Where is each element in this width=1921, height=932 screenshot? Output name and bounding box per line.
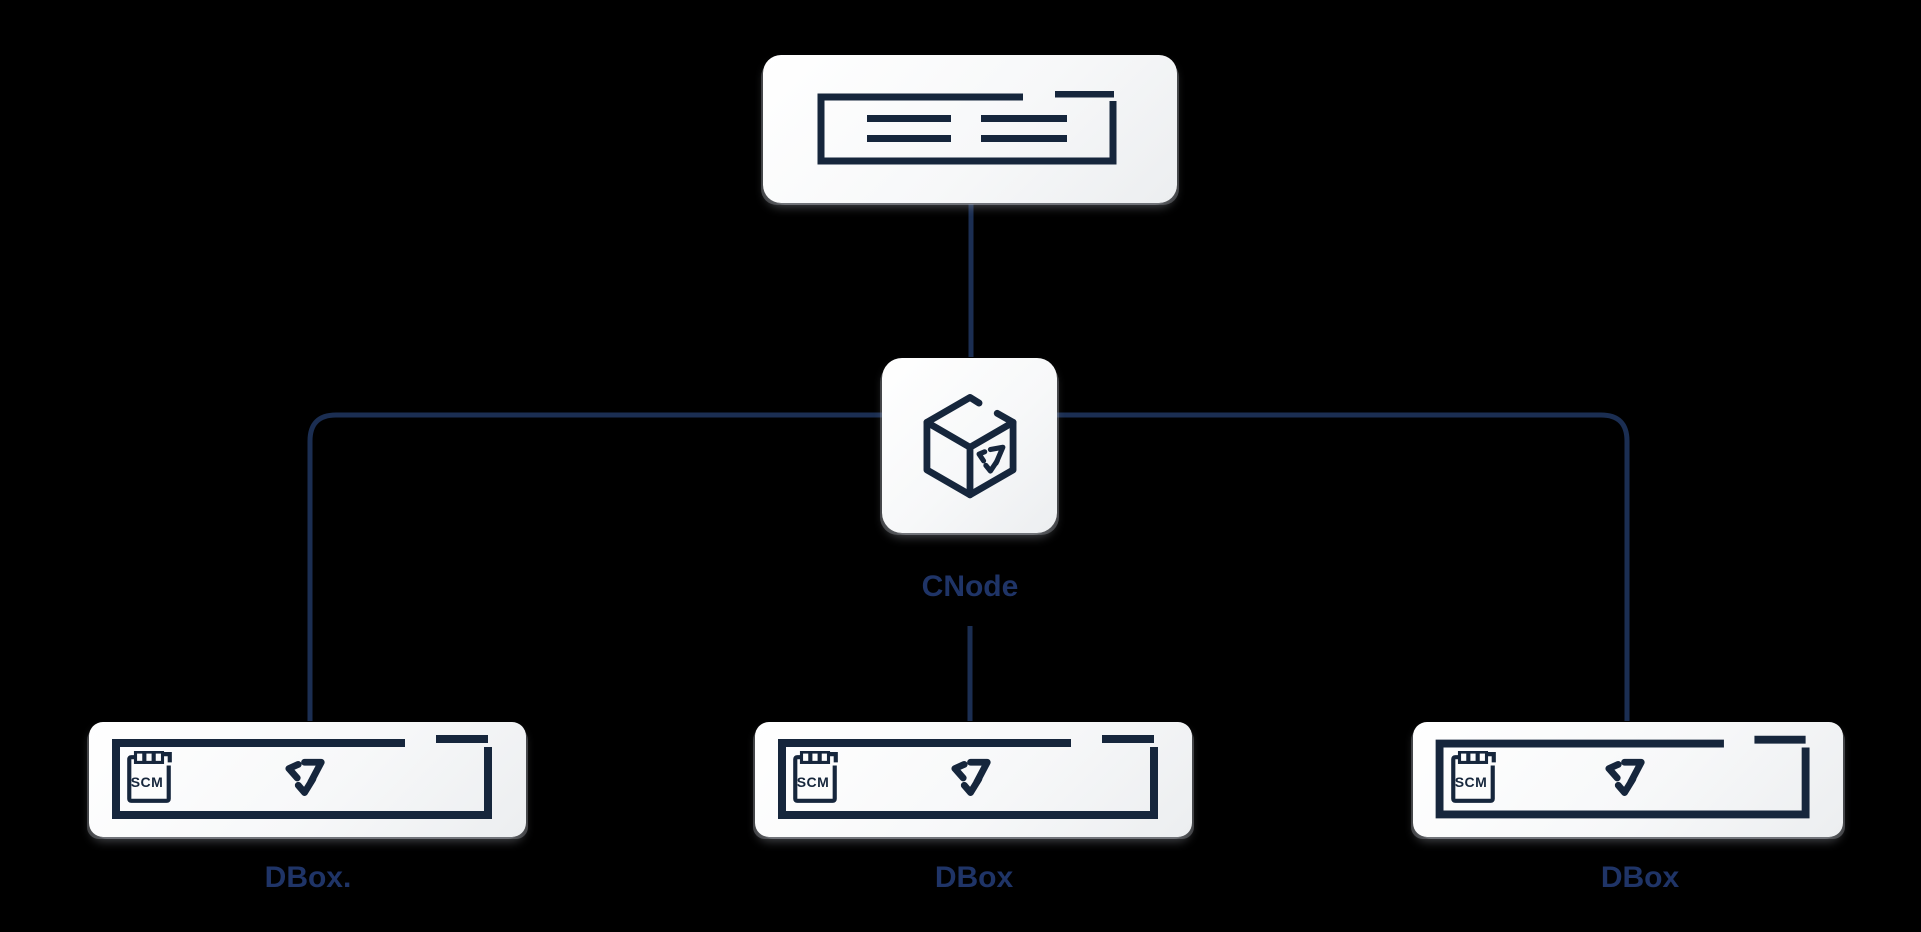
v-triangle-logo-icon — [284, 758, 325, 796]
node-dbox-right: SCM — [1413, 722, 1843, 837]
scm-repo-icon: SCM — [1449, 751, 1497, 805]
node-label-dbox-left: DBox. — [264, 861, 352, 894]
edge-cnode-to-dbox-left — [307, 412, 882, 721]
node-server — [763, 55, 1177, 203]
v-triangle-logo-icon — [950, 758, 991, 796]
node-cnode — [882, 358, 1057, 533]
edge-cnode-to-dbox-right — [1057, 412, 1630, 721]
node-dbox-left: SCM — [89, 722, 526, 837]
node-label-dbox-middle: DBox — [934, 861, 1014, 894]
scm-badge-label: SCM — [130, 774, 164, 790]
scm-repo-icon: SCM — [125, 751, 173, 805]
package-cube-icon — [923, 394, 1017, 499]
node-label-dbox-right: DBox — [1600, 861, 1680, 894]
node-dbox-middle: SCM — [755, 722, 1192, 837]
scm-badge-label: SCM — [796, 774, 830, 790]
frame-outline-icon — [112, 735, 492, 819]
scm-badge-label: SCM — [1454, 774, 1488, 790]
server-card-icon — [817, 91, 1117, 165]
frame-outline-icon — [778, 735, 1158, 819]
frame-outline-icon — [1435, 735, 1810, 819]
v-triangle-logo-icon — [1605, 758, 1645, 796]
node-label-cnode: CNode — [921, 570, 1019, 603]
scm-repo-icon: SCM — [791, 751, 839, 805]
